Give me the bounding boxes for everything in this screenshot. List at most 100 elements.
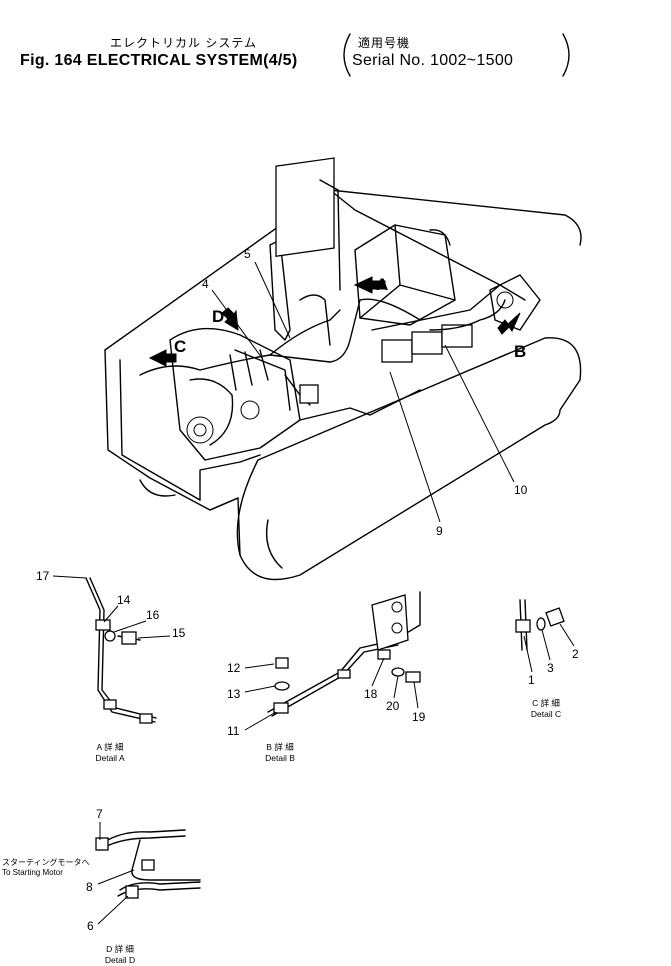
svg-text:11: 11 [227,724,240,738]
callout-14: 14 [103,593,131,623]
callout-19: 19 [412,681,426,724]
detail-c-caption-en: Detail C [530,709,562,719]
detail-d-wire-bottom [119,881,201,891]
detail-a-caption: A 詳 細 Detail A [80,742,140,764]
starting-motor-label: スターティングモータへ To Starting Motor [2,858,90,878]
detail-d-caption: D 詳 細 Detail D [90,944,150,966]
serial-title-jp: 適用号機 [358,36,411,50]
detail-a-wire [85,577,156,723]
callout-2: 2 [559,623,579,661]
radiator-box [275,157,335,257]
detail-c-caption-jp: C 詳 細 [532,698,560,708]
title-jp: エレクトリカル システム [110,36,257,50]
frame-panel [119,359,201,501]
svg-text:1: 1 [528,673,535,687]
svg-text:20: 20 [386,699,400,713]
relay-2 [411,331,443,355]
callout-10: 10 [444,344,528,497]
detail-d-caption-en: Detail D [104,955,136,965]
callout-1: 1 [523,635,535,687]
svg-text:6: 6 [87,919,94,933]
detail-d-drawing [95,829,201,899]
view-arrow-c: C [148,337,186,367]
detail-d-clip-top [95,837,109,851]
svg-text:14: 14 [117,593,131,607]
track-inner-line [265,519,283,569]
detail-b-bolt [275,657,289,669]
relay-1 [381,339,413,363]
detail-b-clip [273,702,289,714]
alternator [489,274,541,331]
detail-a-caption-jp: A 詳 細 [96,742,124,752]
callout-17: 17 [36,569,87,583]
serial-number: Serial No. 1002~1500 [352,52,514,69]
callout-3: 3 [541,629,554,675]
paren-left [343,33,351,77]
detail-b-caption-en: Detail B [265,753,295,763]
svg-text:13: 13 [227,687,241,701]
starting-motor-label-jp: スターティングモータへ [2,858,90,867]
svg-text:7: 7 [96,807,103,821]
main-harness [139,298,421,376]
body-top-edge [104,189,526,351]
svg-text:17: 17 [36,569,50,583]
frame-front [104,349,239,511]
callout-11: 11 [227,711,277,738]
callout-8: 8 [86,869,135,894]
detail-a-caption-en: Detail A [95,753,125,763]
detail-d-caption-jp: D 詳 細 [106,944,134,954]
svg-text:2: 2 [572,647,579,661]
detail-b-drawing [267,591,421,717]
detail-b-caption: B 詳 細 Detail B [250,742,310,764]
svg-text:4: 4 [202,277,209,291]
svg-text:A: A [376,275,388,294]
detail-a-drawing [85,577,157,724]
detail-d-clip-bottom [125,885,139,899]
svg-text:9: 9 [436,524,443,538]
detail-c-caption: C 詳 細 Detail C [516,698,576,720]
svg-text:B: B [514,342,526,361]
svg-text:16: 16 [146,608,160,622]
callout-12: 12 [227,661,275,675]
svg-text:10: 10 [514,483,528,497]
callout-7: 7 [96,807,103,840]
callout-15: 15 [137,626,186,640]
callout-18: 18 [364,657,385,701]
detail-b-caption-jp: B 詳 細 [266,742,294,752]
callout-6: 6 [87,895,129,933]
detail-c-drawing [515,599,565,651]
detail-c-clip [515,619,531,633]
detail-b-bracket [371,594,409,651]
callout-9: 9 [389,371,443,538]
svg-text:8: 8 [86,880,93,894]
svg-text:12: 12 [227,661,241,675]
view-arrow-a: A [353,275,388,294]
rear-track [329,189,582,246]
callout-16: 16 [113,608,160,633]
callout-5: 5 [244,247,291,339]
detail-a-washer [104,630,116,642]
relay-3 [441,324,473,348]
svg-text:3: 3 [547,661,554,675]
engine-block [169,327,301,461]
crawler-track [236,337,582,581]
detail-a-clip [95,619,111,631]
detail-d-wire-mid [131,839,201,881]
harness-branches [229,349,269,391]
svg-text:D: D [212,307,224,326]
figure-title: Fig. 164 ELECTRICAL SYSTEM(4/5) [20,52,298,69]
paren-right [562,33,570,77]
svg-text:5: 5 [244,247,251,261]
callout-13: 13 [227,685,276,701]
svg-text:15: 15 [172,626,186,640]
callout-4: 4 [202,277,263,359]
detail-a-bolt [121,631,137,645]
machine-illustration [104,157,582,581]
view-arrow-d: D [212,307,239,331]
detail-c-washer [536,617,546,631]
callout-20: 20 [386,675,400,713]
svg-text:18: 18 [364,687,378,701]
starting-motor-label-en: To Starting Motor [2,868,63,877]
view-arrow-b: B [497,312,526,361]
